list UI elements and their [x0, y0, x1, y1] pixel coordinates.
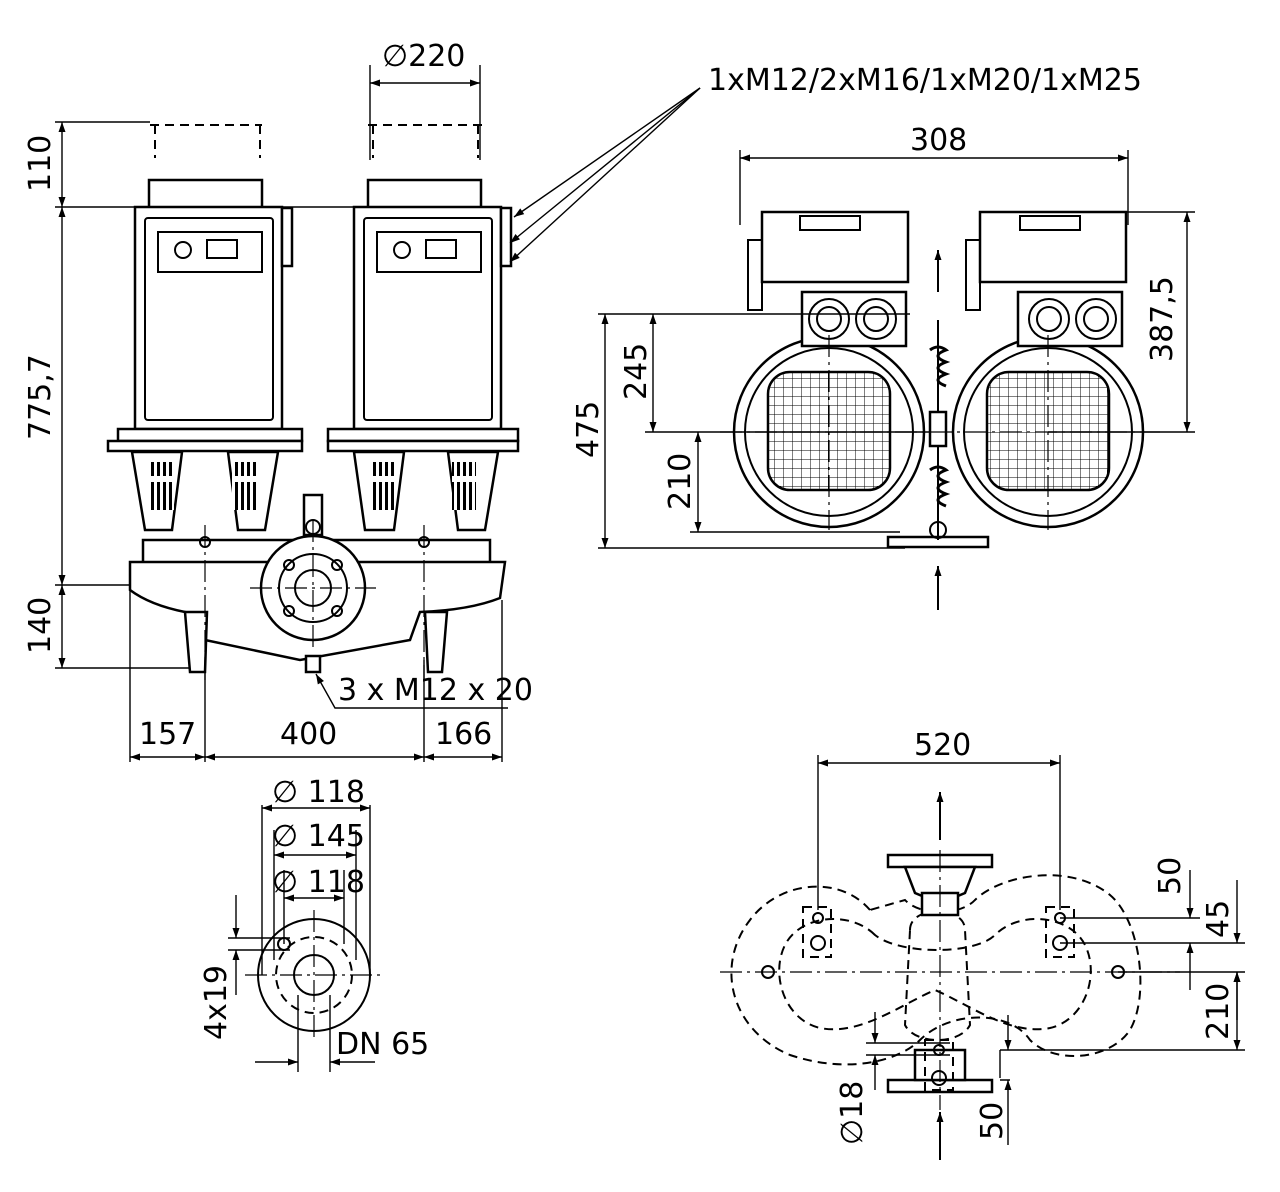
dim-45: 45	[1201, 900, 1236, 938]
dim-775-7: 775,7	[23, 354, 58, 440]
base-view: 520 50 45 210 ∅18 50	[720, 728, 1245, 1160]
center-valve	[886, 320, 990, 549]
dim-157: 157	[139, 717, 196, 752]
left-motor	[106, 178, 304, 532]
dim-4x19: 4x19	[199, 965, 234, 1040]
front-view: ∅220 110 775,7 140 157 400 166 3 x M12 x…	[23, 39, 1142, 762]
dim-210-base: 210	[1201, 983, 1236, 1040]
dim-245: 245	[619, 343, 654, 400]
dim-diameter-145: ∅ 145	[272, 819, 365, 854]
right-motor	[326, 178, 520, 532]
base-dimensions	[817, 755, 1245, 1145]
dim-diameter-118: ∅ 118	[272, 865, 365, 900]
flange-view: ∅ 118 ∅ 145 ∅ 118 4x19 DN 65	[199, 775, 429, 1072]
dim-387-5: 387,5	[1145, 276, 1180, 362]
cable-gland-label: 1xM12/2xM16/1xM20/1xM25	[708, 63, 1142, 98]
dim-140: 140	[23, 597, 58, 654]
dim-dn65: DN 65	[336, 1027, 429, 1062]
dim-520: 520	[914, 728, 971, 763]
dim-50-top: 50	[1153, 857, 1188, 895]
dim-diameter-220: ∅220	[382, 39, 465, 74]
dim-475: 475	[571, 401, 606, 458]
dim-400: 400	[280, 717, 337, 752]
dim-diameter-18: ∅18	[835, 1081, 870, 1145]
dim-308: 308	[910, 123, 967, 158]
flange-dimensions	[228, 804, 375, 1072]
side-view: 308 387,5 475 245 210	[571, 123, 1195, 610]
dim-50-bottom: 50	[975, 1102, 1010, 1140]
dim-166: 166	[435, 717, 492, 752]
pump-housing	[128, 493, 507, 680]
side-dimensions	[598, 150, 1195, 549]
dim-210-side: 210	[663, 453, 698, 510]
dim-110: 110	[23, 135, 58, 192]
motor-cap-clearance	[150, 124, 482, 158]
front-dimensions	[55, 65, 701, 762]
screw-label: 3 x M12 x 20	[338, 673, 533, 708]
dim-diameter-118-top: ∅ 118	[272, 775, 365, 810]
